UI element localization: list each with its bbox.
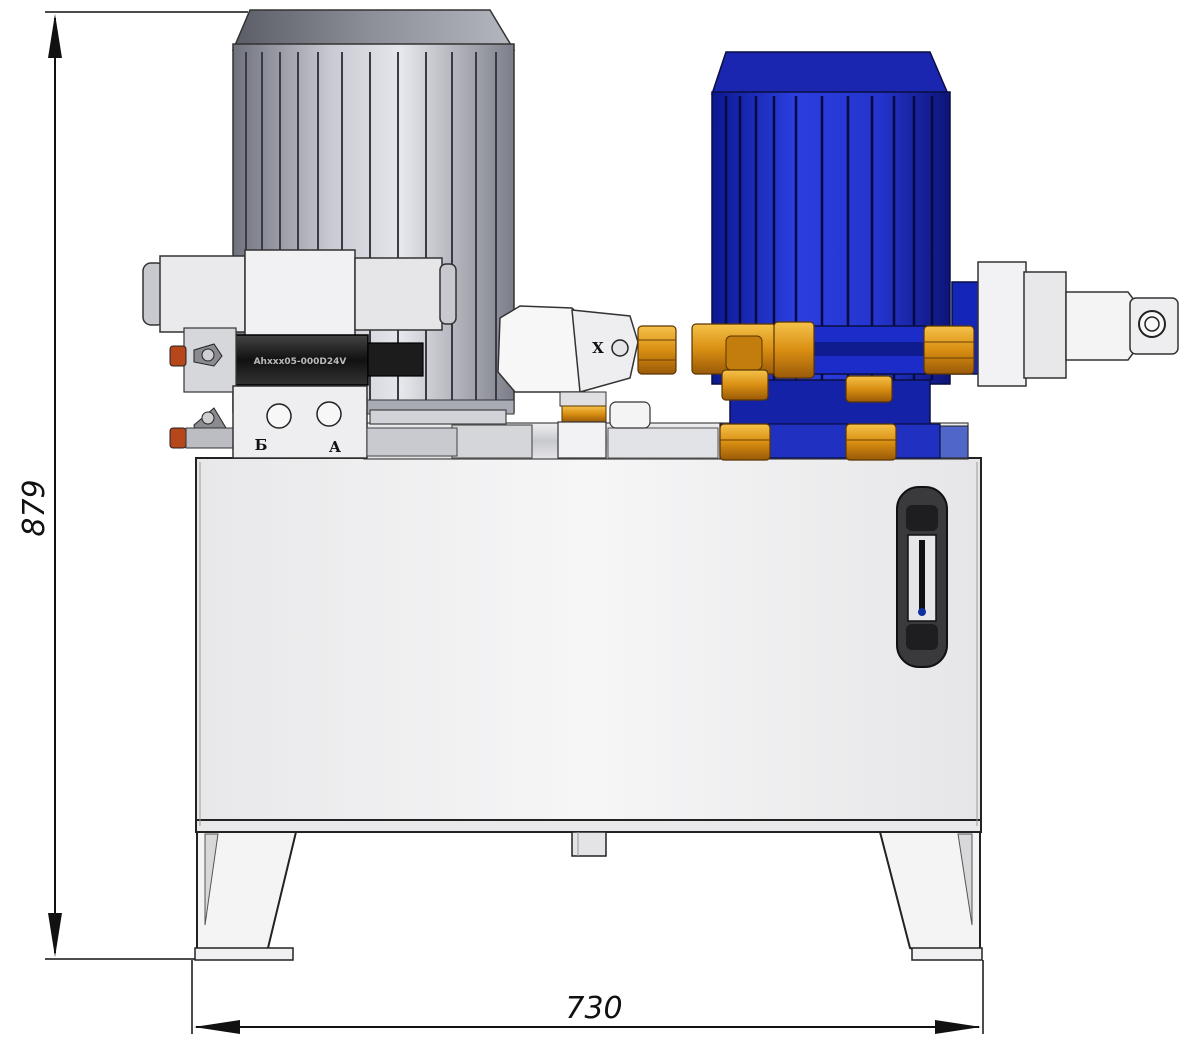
directional-valve: Ahxxx05-000D24V (142, 249, 457, 449)
valve-label: Ahxxx05-000D24V (254, 357, 347, 367)
port-a-circle (316, 401, 342, 427)
width-dimension-value: 730 (565, 991, 622, 1026)
pressure-relief-valve: X (497, 305, 677, 459)
gauge-hex-icon (1138, 310, 1166, 338)
height-dimension: 879 (17, 11, 248, 960)
port-x-label: X (592, 339, 604, 357)
manifold-block (807, 281, 983, 375)
oil-tank (195, 457, 982, 857)
port-b-circle (266, 403, 292, 429)
port-b-label: Б (255, 436, 268, 454)
valve-subplate: Б A (232, 385, 458, 459)
port-a-label: A (328, 438, 341, 456)
brass-fittings (691, 321, 975, 461)
adjust-knob-lower (169, 427, 187, 449)
width-dimension: 730 (191, 960, 984, 1034)
tank-legs (194, 831, 983, 961)
height-dimension-value: 879 (17, 479, 52, 536)
pressure-switch (977, 261, 1179, 387)
oil-level-gauge (896, 486, 948, 668)
adjust-knob-upper (169, 345, 187, 367)
drain-plug (571, 831, 607, 857)
